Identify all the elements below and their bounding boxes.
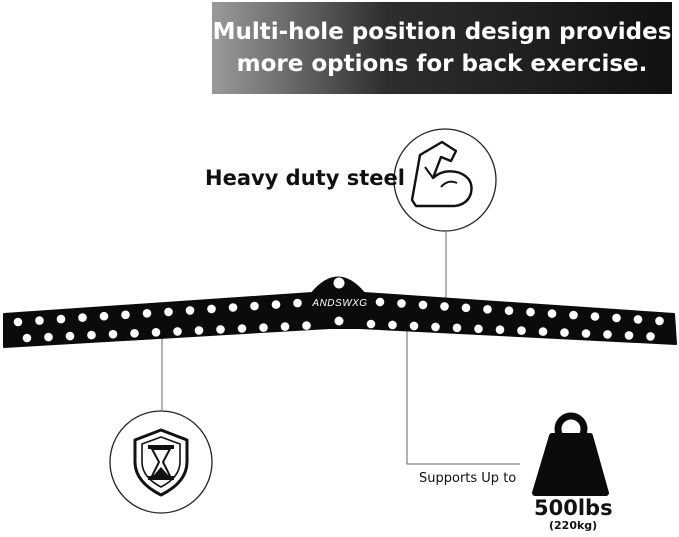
bar-hole	[99, 311, 109, 321]
feature-banner: Multi-hole position design provides more…	[212, 2, 672, 94]
bar-hole	[388, 320, 397, 330]
bar-hole	[581, 329, 591, 338]
bar-hole	[474, 324, 483, 334]
bar-hole	[538, 327, 548, 336]
bar-hole	[452, 323, 462, 333]
bar-hole	[440, 302, 449, 311]
bar-hole	[87, 330, 96, 340]
bar-body	[3, 276, 677, 348]
bar-hole	[130, 329, 139, 338]
bar-hole	[142, 309, 152, 318]
bar-hole	[293, 298, 302, 308]
bar-hole	[461, 303, 471, 313]
weight-leader-line	[406, 330, 520, 465]
bar-hole	[590, 312, 600, 321]
bar-hole	[646, 332, 655, 341]
bar-hole	[418, 300, 428, 310]
bar-hole	[409, 321, 419, 331]
bar-hole	[280, 322, 290, 331]
bar-hole	[495, 325, 505, 335]
bar-hole	[151, 328, 161, 337]
bar-hole	[526, 307, 535, 317]
bar-hole	[334, 316, 344, 326]
bar-hole	[44, 332, 53, 342]
bar-hole	[35, 316, 44, 325]
bar-hole	[560, 328, 569, 337]
bar-hole	[333, 277, 345, 289]
bar-hole	[547, 309, 557, 318]
weight-capacity-lbs: 500lbs	[534, 496, 613, 520]
bar-hole	[633, 315, 643, 324]
bar-hole	[302, 321, 311, 330]
bar-hole	[655, 316, 664, 326]
bar-hole	[366, 319, 376, 329]
bar-hole	[624, 331, 634, 340]
bar-hole	[612, 313, 621, 323]
bar-hole	[431, 322, 440, 332]
bar-hole	[603, 330, 612, 339]
bar-hole	[228, 303, 238, 312]
kettlebell-weight-icon	[532, 412, 609, 496]
bar-hole	[397, 299, 406, 308]
bar-hole	[56, 314, 66, 324]
bar-hole	[22, 333, 32, 343]
heavy-duty-steel-label: Heavy duty steel	[205, 166, 405, 190]
bar-hole	[13, 317, 23, 327]
bar-hole	[271, 300, 281, 309]
bar-hole	[517, 326, 526, 335]
bar-hole	[216, 325, 225, 334]
weight-capacity-kg: (220kg)	[549, 519, 598, 532]
bar-hole	[194, 326, 204, 335]
hourglass-shield-icon	[109, 410, 213, 514]
bar-hole	[375, 297, 385, 307]
bar-hole	[569, 310, 578, 320]
bar-hole	[237, 324, 247, 333]
banner-line-2: more options for back exercise.	[236, 51, 648, 77]
bar-hole	[121, 310, 130, 320]
bar-hole	[207, 304, 216, 314]
banner-line-1: Multi-hole position design provides	[212, 19, 672, 45]
lat-pulldown-bar: ANDSWXG	[3, 276, 677, 348]
bar-hole	[65, 331, 75, 341]
supports-up-to-label: Supports Up to	[419, 471, 517, 486]
bar-hole	[173, 327, 182, 336]
bar-hole	[504, 306, 514, 316]
bar-hole	[164, 307, 173, 317]
bar-hole	[185, 306, 195, 315]
brand-logo: ANDSWXG	[311, 298, 367, 309]
bar-hole	[78, 313, 87, 322]
bar-holes	[13, 277, 664, 343]
flexed-arm-icon	[393, 128, 497, 232]
bar-hole	[250, 301, 259, 311]
bar-hole	[259, 323, 268, 332]
bar-hole	[483, 305, 492, 314]
bar-hole	[108, 329, 118, 339]
